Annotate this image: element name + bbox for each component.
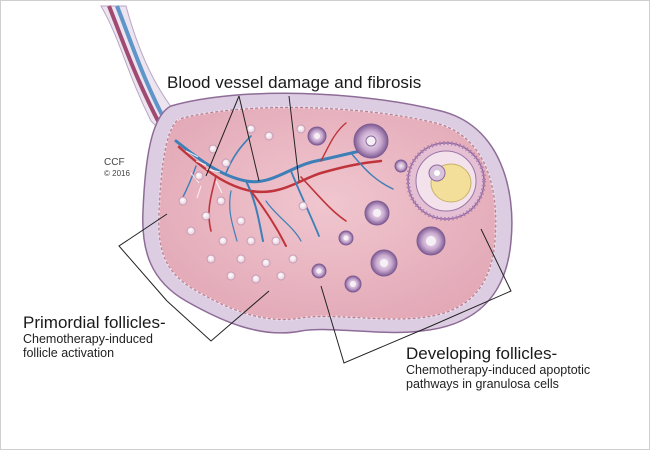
developing-follicles <box>307 123 446 293</box>
primordial-follicles <box>178 124 308 284</box>
credit-org: CCF <box>104 157 125 168</box>
diagram-title: Blood vessel damage and fibrosis <box>167 73 422 92</box>
copyright-credit: CCF © 2016 <box>104 157 130 179</box>
developing-desc-line-2: pathways in granulosa cells <box>406 377 559 391</box>
developing-follicles-heading: Developing follicles- <box>406 344 558 363</box>
developing-desc-line-1: Chemotherapy-induced apoptotic <box>406 363 591 377</box>
primordial-follicles-description: Chemotherapy-induced follicle activation <box>23 332 153 360</box>
pointer-lines <box>118 95 512 364</box>
developing-follicles-description: Chemotherapy-induced apoptotic pathways … <box>406 363 590 391</box>
credit-year: © 2016 <box>104 169 130 178</box>
primordial-desc-line-2: follicle activation <box>23 346 115 360</box>
primordial-desc-line-1: Chemotherapy-induced <box>23 332 153 346</box>
primordial-follicles-heading: Primordial follicles- <box>23 313 166 332</box>
antral-follicle <box>406 141 486 221</box>
